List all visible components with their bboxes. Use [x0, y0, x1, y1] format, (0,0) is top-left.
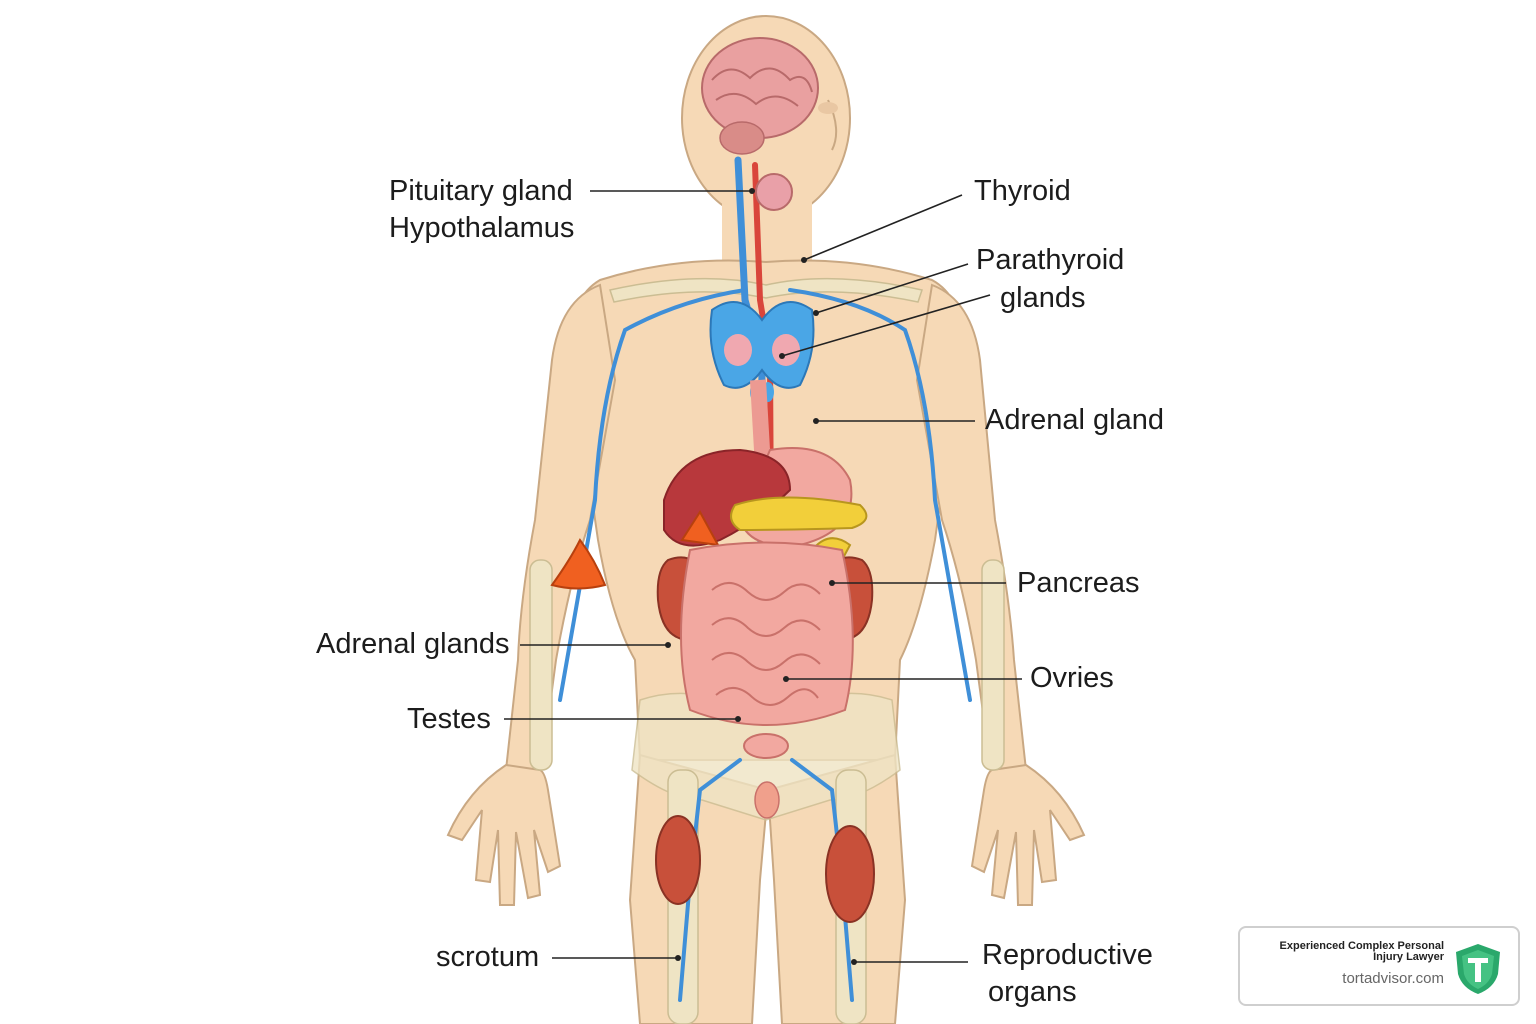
label-scrotum: scrotum: [436, 941, 539, 973]
reproductive-organ-right: [825, 825, 875, 923]
bladder: [754, 781, 780, 819]
label-ovries: Ovries: [1030, 662, 1114, 694]
pancreas-organ: [730, 496, 868, 532]
shield-logo-icon: [1456, 944, 1500, 994]
leader-lines: [504, 188, 1022, 965]
label-thyroid: Thyroid: [974, 175, 1071, 207]
label-parathyroid-line2: glands: [1000, 282, 1085, 314]
label-adrenal-glands: Adrenal glands: [316, 628, 509, 660]
pituitary-gland-organ: [755, 173, 793, 211]
adrenal-gland-arm-organ: [550, 538, 607, 590]
adrenal-gland-left-organ: [680, 510, 720, 547]
label-testes: Testes: [407, 703, 491, 735]
badge-domain[interactable]: tortadvisor.com: [1342, 970, 1444, 987]
label-hypothalamus: Hypothalamus: [389, 212, 574, 244]
label-pituitary-gland: Pituitary gland: [389, 175, 573, 207]
reproductive-organ-left: [655, 815, 701, 905]
brain: [701, 37, 819, 155]
label-adrenal-gland: Adrenal gland: [985, 404, 1164, 436]
label-reproductive-line2: organs: [988, 976, 1077, 1008]
badge-title: Experienced Complex Personal Injury Lawy…: [1279, 940, 1444, 963]
label-reproductive-line1: Reproductive: [982, 939, 1153, 971]
thyroid-organ: [709, 301, 815, 402]
label-parathyroid-line1: Parathyroid: [976, 244, 1124, 276]
label-pancreas: Pancreas: [1017, 567, 1140, 599]
tortadvisor-badge[interactable]: Experienced Complex Personal Injury Lawy…: [1238, 926, 1520, 1006]
